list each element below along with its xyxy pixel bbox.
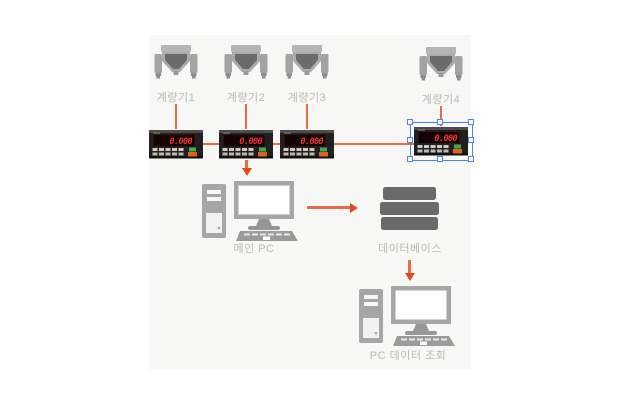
selection-handle-top-right[interactable] bbox=[468, 119, 474, 125]
connector-scale4-indicator4 bbox=[440, 106, 442, 126]
scale-label-4: 계량기4 bbox=[421, 94, 461, 106]
main-pc-icon bbox=[202, 181, 298, 241]
scale-hopper-icon-1 bbox=[154, 45, 198, 79]
scale-label-2: 계량기2 bbox=[226, 92, 266, 104]
database-label: 데이터베이스 bbox=[378, 243, 442, 255]
indicator-display-1: 0.000 bbox=[169, 137, 192, 147]
indicator-display-4: 0.000 bbox=[434, 134, 457, 144]
selection-handle-bottom-right[interactable] bbox=[468, 156, 474, 162]
connector-scale1-indicator1 bbox=[175, 104, 177, 129]
selection-handle-bottom-left[interactable] bbox=[407, 156, 413, 162]
scale-hopper-icon-3 bbox=[285, 45, 329, 79]
weight-indicator-3: 0.000 bbox=[280, 129, 334, 159]
client-pc-label: PC 데이터 조회 bbox=[369, 350, 447, 362]
scale-label-1: 계량기1 bbox=[156, 92, 196, 104]
connector-scale2-indicator2 bbox=[245, 104, 247, 129]
scale-label-3: 계량기3 bbox=[287, 92, 327, 104]
selection-handle-middle-left[interactable] bbox=[407, 137, 413, 143]
client-pc-icon bbox=[359, 286, 455, 346]
arrow-database-to-clientpc-stem bbox=[408, 260, 411, 274]
selection-handle-top-left[interactable] bbox=[407, 119, 413, 125]
arrow-indicators-to-mainpc-stem bbox=[245, 160, 248, 169]
arrow-mainpc-to-database-head bbox=[350, 202, 358, 213]
main-pc-label: 메인 PC bbox=[233, 243, 275, 255]
indicator-display-2: 0.000 bbox=[239, 137, 262, 147]
arrow-indicators-to-mainpc-head bbox=[241, 168, 252, 176]
arrow-database-to-clientpc-head bbox=[404, 273, 415, 281]
database-icon bbox=[380, 187, 439, 230]
connector-scale3-indicator3 bbox=[306, 104, 308, 129]
selection-handle-bottom-center[interactable] bbox=[437, 156, 443, 162]
weight-indicator-2: 0.000 bbox=[219, 129, 273, 159]
arrow-mainpc-to-database-stem bbox=[307, 206, 351, 209]
indicator-display-3: 0.000 bbox=[300, 137, 323, 147]
scale-hopper-icon-4 bbox=[419, 47, 463, 81]
weight-indicator-4-selected[interactable]: 0.000 bbox=[414, 126, 468, 156]
weight-indicator-1: 0.000 bbox=[149, 129, 203, 159]
scale-hopper-icon-2 bbox=[224, 45, 268, 79]
selection-handle-top-center[interactable] bbox=[437, 119, 443, 125]
selection-handle-middle-right[interactable] bbox=[468, 137, 474, 143]
